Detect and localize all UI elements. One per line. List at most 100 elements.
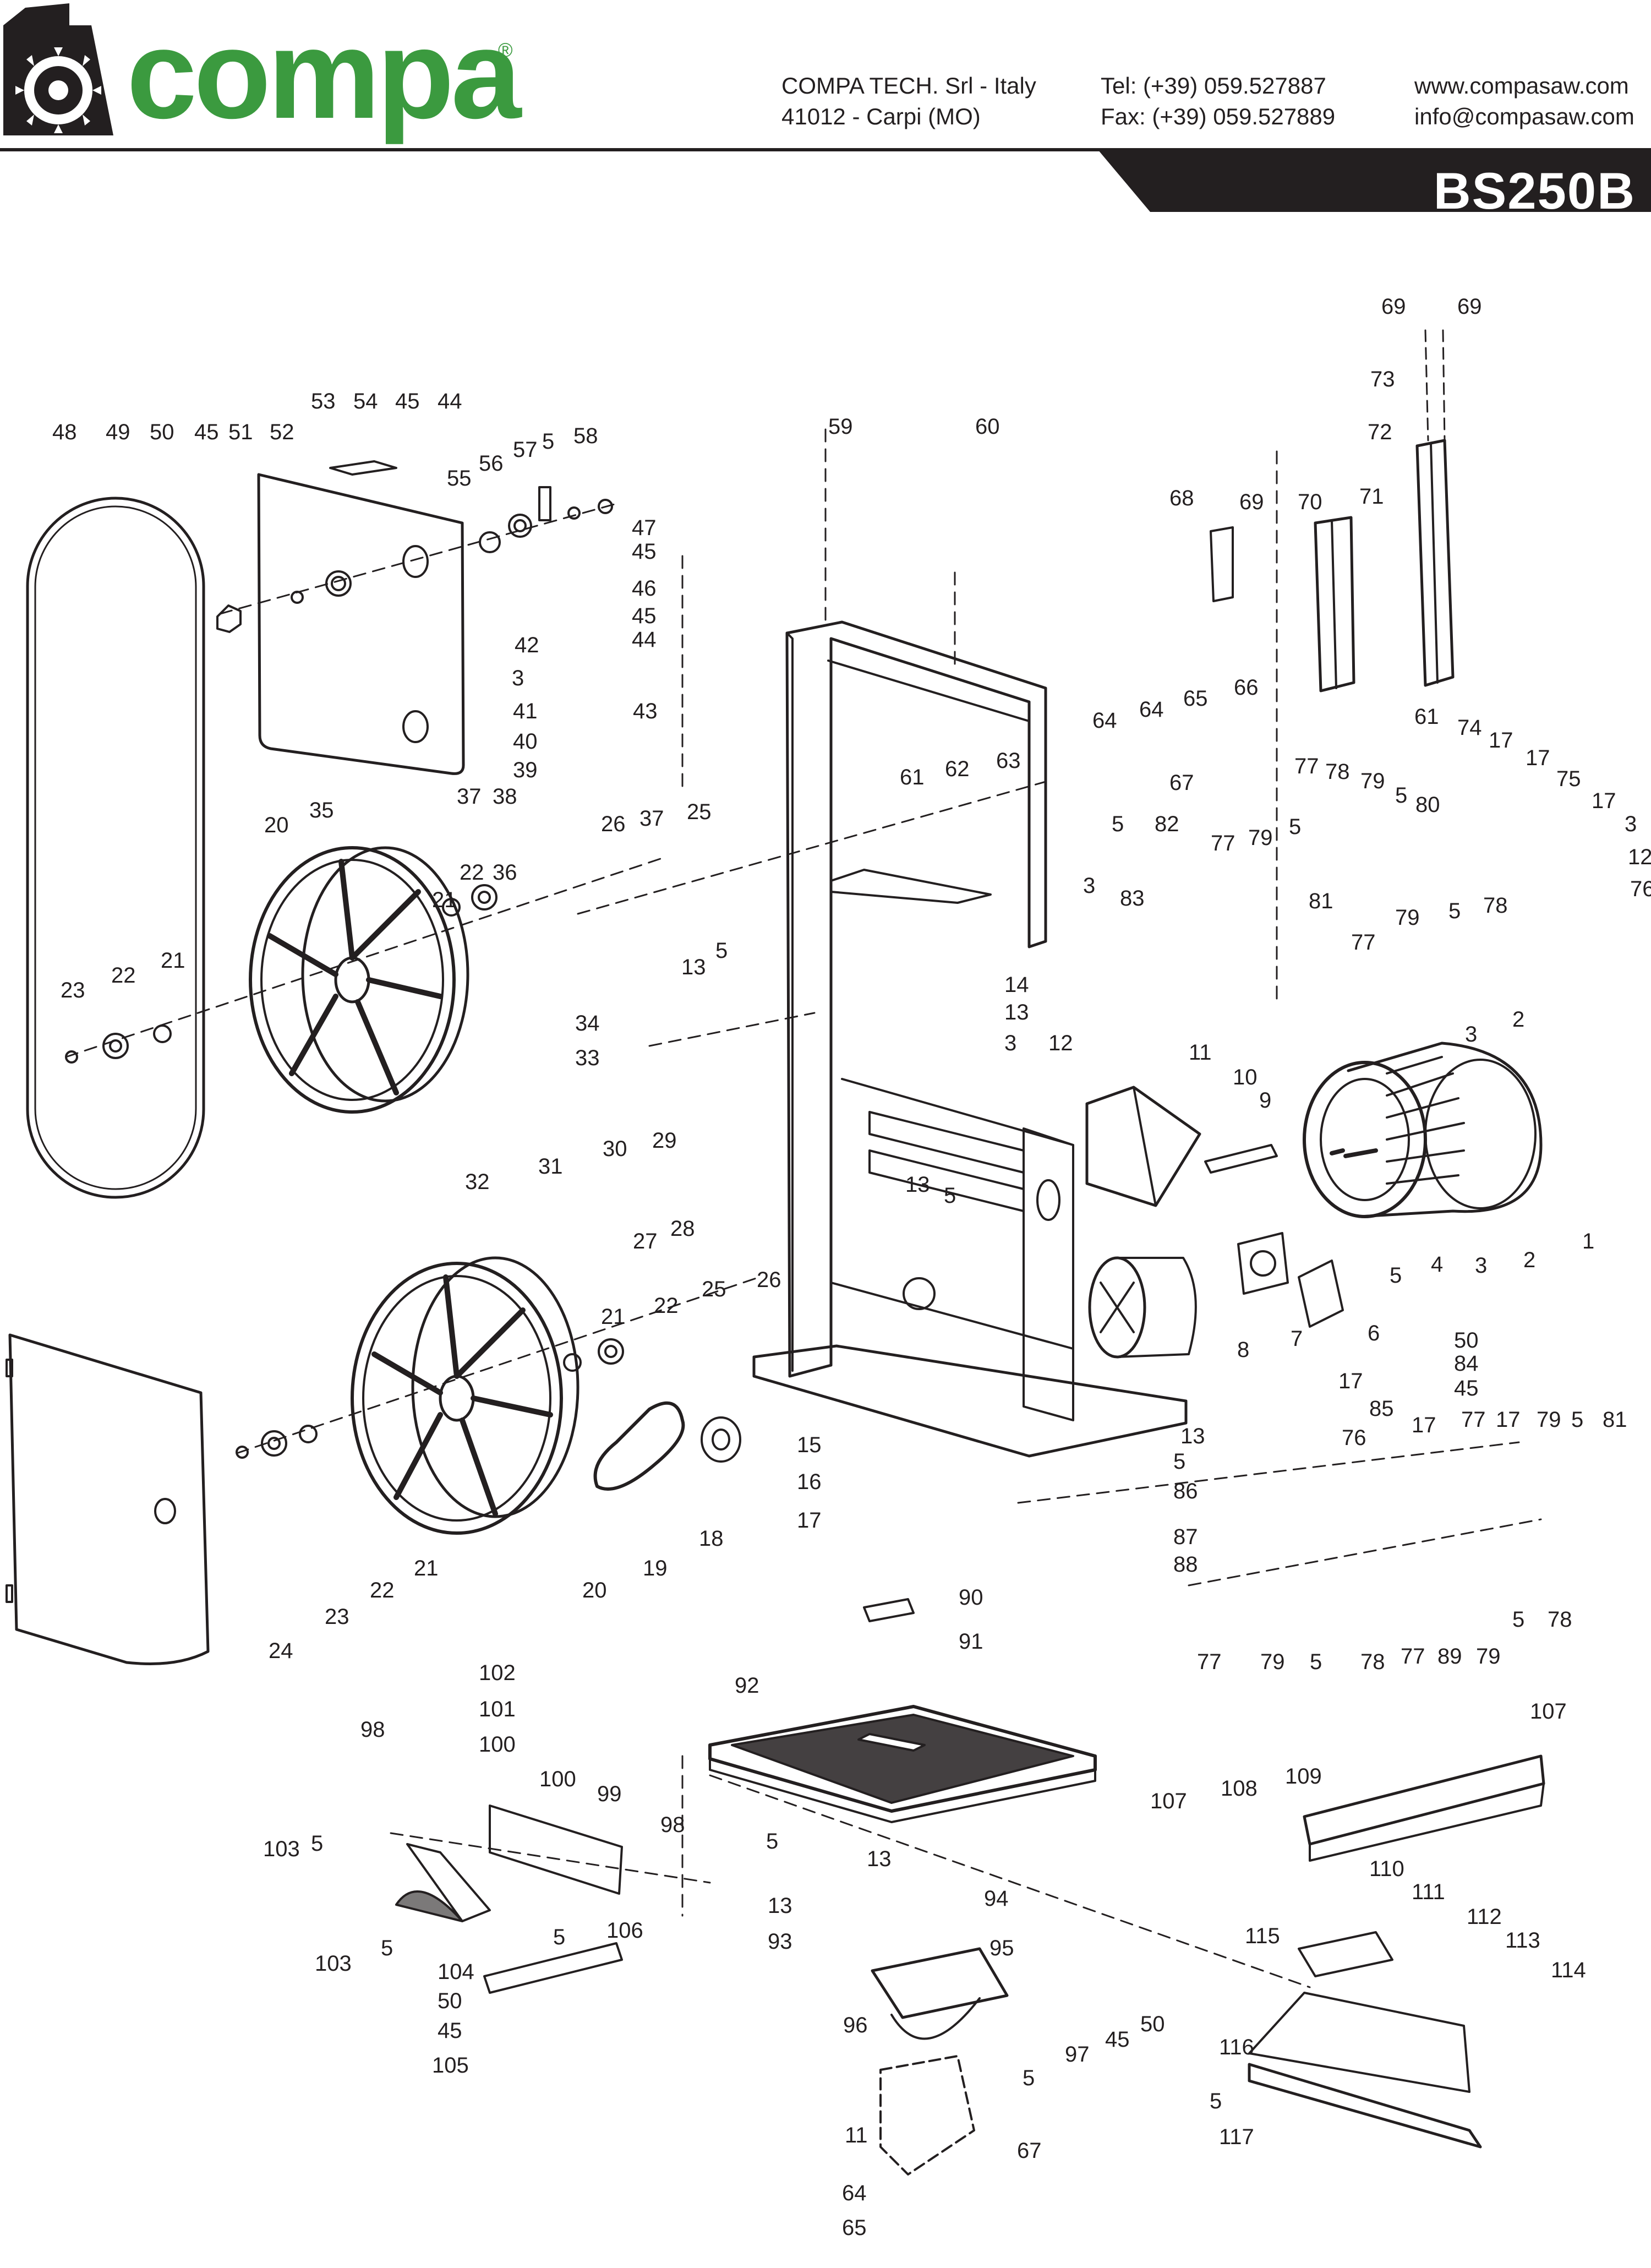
part-number-label: 5 — [1112, 812, 1124, 836]
part-number-label: 107 — [1530, 1699, 1567, 1724]
part-number-label: 3 — [1465, 1022, 1477, 1046]
part-number-label: 79 — [1476, 1644, 1501, 1669]
table-insert — [863, 1598, 915, 1622]
motor — [1303, 1042, 1543, 1218]
email-link[interactable]: info@compasaw.com — [1414, 103, 1634, 129]
part-number-label: 13 — [905, 1173, 930, 1197]
part-number-label: 109 — [1285, 1764, 1322, 1789]
part-number-label: 21 — [432, 888, 457, 912]
website-link[interactable]: www.compasaw.com — [1414, 73, 1629, 99]
part-number-label: 32 — [465, 1170, 490, 1194]
part-number-label: 93 — [768, 1929, 792, 1954]
part-number-label: 17 — [1592, 789, 1616, 813]
part-number-label: 53 — [311, 389, 336, 413]
part-number-label: 39 — [513, 758, 538, 782]
part-number-label: 15 — [797, 1433, 822, 1457]
upper-wheel — [249, 846, 469, 1114]
part-number-label: 13 — [867, 1847, 892, 1871]
part-number-label: 114 — [1551, 1958, 1586, 1982]
part-number-label: 79 — [1395, 906, 1420, 930]
part-number-label: 30 — [603, 1137, 627, 1161]
part-number-label: 35 — [309, 798, 334, 822]
part-number-label: 78 — [1483, 893, 1508, 918]
part-number-label: 106 — [606, 1918, 643, 1943]
part-number-label: 43 — [633, 699, 658, 723]
part-number-label: 77 — [1401, 1644, 1425, 1669]
pulley-housing — [1088, 1256, 1197, 1359]
part-number-label: 100 — [479, 1732, 516, 1757]
part-number-label: 16 — [797, 1470, 822, 1494]
part-number-label: 40 — [513, 729, 538, 754]
part-number-label: 60 — [975, 415, 1000, 439]
part-number-label: 46 — [632, 576, 657, 601]
wheel-axis-lines — [65, 858, 761, 1454]
part-number-label: 45 — [194, 420, 219, 444]
part-number-label: 17 — [1526, 746, 1550, 770]
part-number-label: 96 — [843, 2013, 868, 2037]
part-number-label: 3 — [1625, 812, 1637, 836]
part-number-label: 107 — [1150, 1789, 1187, 1813]
part-number-label: 64 — [1092, 708, 1117, 733]
part-number-label: 5 — [1210, 2089, 1222, 2113]
part-number-label: 116 — [1219, 2035, 1254, 2059]
part-number-label: 59 — [828, 415, 853, 439]
part-number-label: 17 — [1489, 728, 1513, 753]
part-number-label: 56 — [479, 451, 504, 476]
part-number-label: 11 — [845, 2123, 868, 2147]
part-number-label: 38 — [493, 784, 517, 809]
part-number-label: 45 — [1105, 2027, 1130, 2052]
lower-wheel — [351, 1256, 580, 1535]
part-number-label: 13 — [681, 955, 706, 979]
part-number-label: 10 — [1233, 1065, 1258, 1089]
part-number-label: 77 — [1351, 930, 1376, 955]
part-number-label: 4 — [1431, 1252, 1443, 1277]
company-name: COMPA TECH. Srl - Italy — [781, 73, 1036, 99]
part-number-label: 110 — [1369, 1857, 1404, 1881]
part-number-label: 77 — [1197, 1650, 1222, 1674]
part-number-label: 75 — [1556, 767, 1581, 791]
part-number-label: 5 — [1512, 1607, 1524, 1632]
part-number-label: 5 — [553, 1925, 565, 1949]
part-number-label: 9 — [1259, 1088, 1271, 1113]
part-number-label: 61 — [900, 765, 925, 789]
part-number-label: 45 — [395, 389, 420, 413]
part-number-label: 5 — [1390, 1263, 1402, 1288]
part-number-label: 51 — [228, 420, 253, 444]
part-number-label: 101 — [479, 1697, 516, 1721]
part-number-label: 103 — [315, 1951, 352, 1976]
phone-number: Tel: (+39) 059.527887 — [1101, 73, 1326, 99]
brand-wordmark: compa — [127, 3, 521, 145]
rip-fence — [1248, 1754, 1545, 2149]
part-number-label: 86 — [1173, 1479, 1198, 1503]
part-number-label: 45 — [438, 2019, 462, 2043]
part-number-label: 50 — [1140, 2012, 1165, 2036]
part-number-label: 37 — [639, 806, 664, 831]
part-number-label: 69 — [1457, 295, 1482, 319]
part-number-label: 31 — [538, 1154, 563, 1179]
upper-wheel-cover — [216, 473, 465, 775]
part-number-label: 97 — [1065, 2042, 1090, 2067]
part-number-label: 65 — [842, 2216, 867, 2240]
part-number-label: 5 — [1023, 2066, 1035, 2090]
part-number-label: 63 — [996, 749, 1021, 773]
part-number-label: 99 — [597, 1782, 622, 1806]
part-number-label: 79 — [1537, 1408, 1561, 1432]
part-number-label: 27 — [633, 1229, 658, 1253]
part-number-label: 81 — [1309, 889, 1333, 913]
part-number-label: 25 — [687, 800, 712, 824]
part-number-label: 90 — [959, 1585, 983, 1610]
bearings — [65, 884, 624, 1459]
guide-post — [1210, 329, 1455, 693]
saw-blade-band — [26, 497, 205, 1199]
part-number-label: 36 — [493, 860, 517, 885]
part-number-label: 22 — [370, 1578, 395, 1602]
part-number-label: 74 — [1457, 716, 1482, 740]
part-number-label: 17 — [1496, 1408, 1521, 1432]
part-number-label: 5 — [1448, 899, 1461, 923]
company-address: 41012 - Carpi (MO) — [781, 103, 981, 129]
part-number-label: 17 — [797, 1508, 822, 1533]
part-number-label: 104 — [438, 1960, 474, 1984]
part-number-label: 71 — [1359, 484, 1384, 509]
part-number-label: 25 — [702, 1277, 726, 1301]
